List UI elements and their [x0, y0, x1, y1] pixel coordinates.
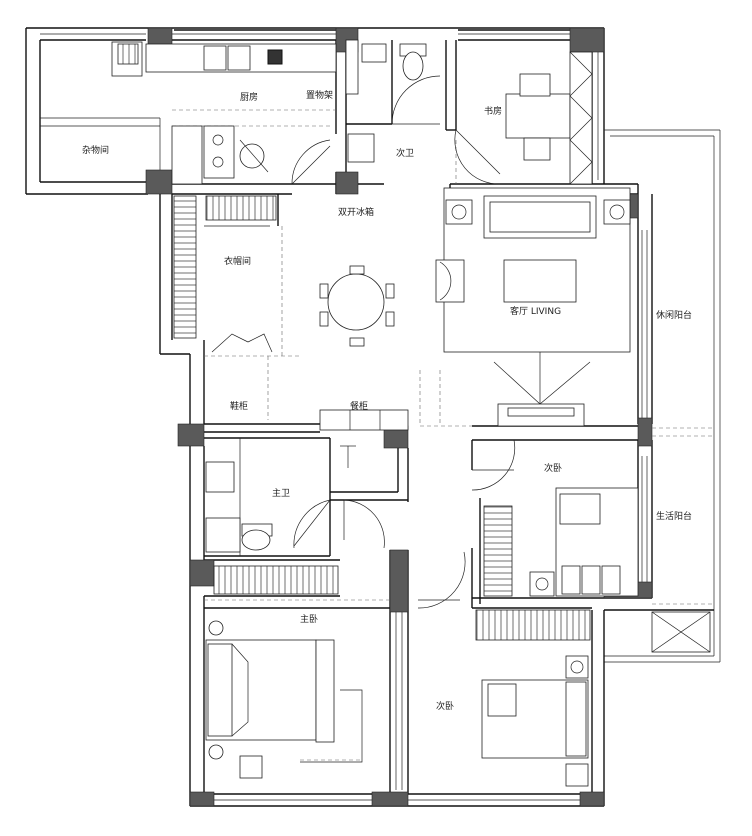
dashed-guides — [172, 109, 714, 761]
label-shoe-cabinet: 鞋柜 — [230, 400, 248, 412]
living-furniture — [435, 187, 631, 427]
label-utility-room: 杂物间 — [82, 144, 109, 156]
label-storage-rack: 置物架 — [306, 89, 333, 101]
label-second-bath: 次卫 — [396, 147, 414, 159]
exterior-walls — [25, 27, 721, 807]
windows — [40, 33, 599, 180]
label-life-balcony: 生活阳台 — [656, 510, 692, 522]
second-bedroom-1-furniture — [475, 487, 639, 641]
dining-set — [319, 265, 395, 347]
label-master-bath: 主卫 — [272, 487, 290, 499]
label-leisure-balcony: 休闲阳台 — [656, 309, 692, 321]
label-fridge: 双开冰箱 — [338, 206, 374, 218]
label-master-bedroom: 主卧 — [300, 613, 318, 625]
second-bedroom-2-furniture — [481, 655, 589, 787]
label-living: 客厅 LIVING — [510, 305, 561, 317]
kitchen-fixtures — [111, 39, 359, 185]
label-second-bedroom-2: 次卧 — [436, 700, 454, 712]
shoe-and-dining-cabinets — [319, 409, 409, 468]
room-labels: 厨房 置物架 杂物间 次卫 书房 双开冰箱 衣帽间 客厅 LIVING 休闲阳台… — [82, 89, 692, 712]
study-furniture — [505, 51, 593, 185]
doors — [211, 75, 516, 609]
label-kitchen: 厨房 — [240, 91, 258, 103]
label-study: 书房 — [484, 105, 502, 117]
master-bedroom-furniture — [205, 565, 363, 779]
label-second-bedroom-1: 次卧 — [544, 462, 562, 474]
label-dining-cabinet: 餐柜 — [350, 400, 368, 412]
bath-fixtures — [205, 43, 427, 553]
label-walk-in-closet: 衣帽间 — [224, 255, 251, 267]
life-balcony-fixture — [651, 611, 711, 653]
closet-furniture — [173, 195, 277, 339]
